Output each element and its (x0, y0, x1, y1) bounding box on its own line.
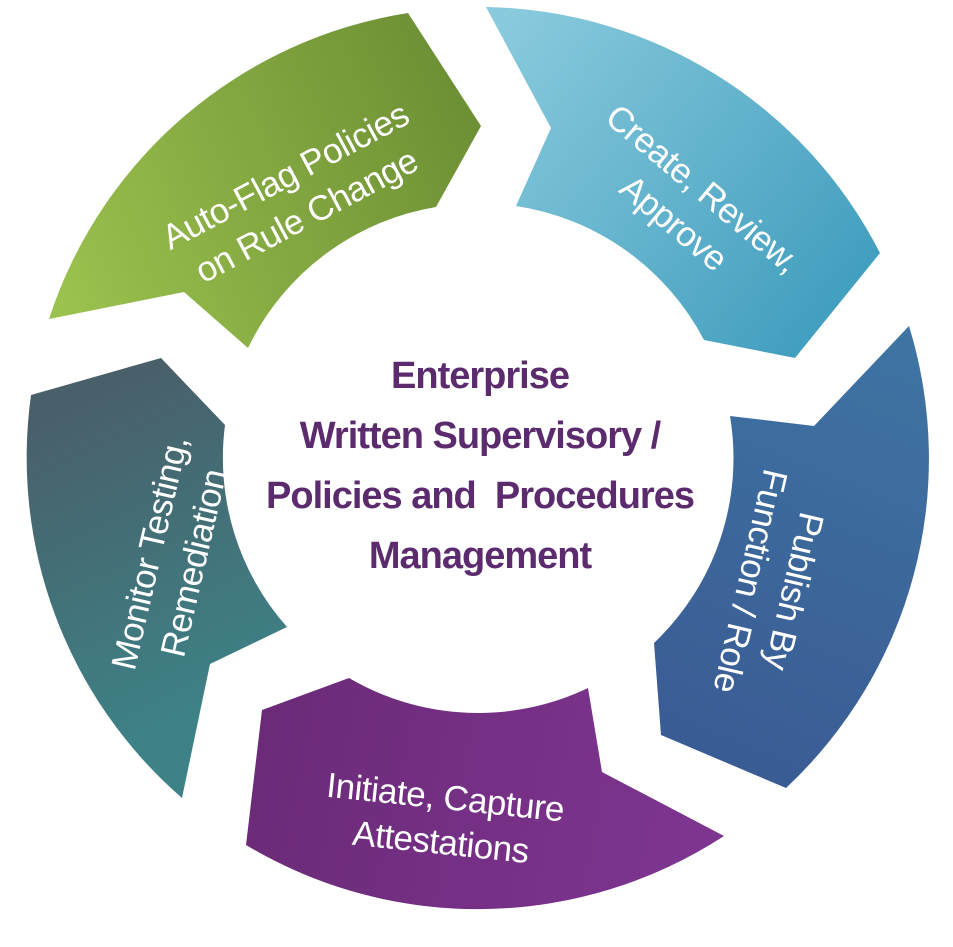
center-title: Enterprise Written Supervisory / Policie… (266, 346, 695, 586)
segment-monitor-testing-remediation-shape (26, 358, 287, 798)
segment-initiate-capture-attestations-shape (246, 678, 724, 910)
segment-create-review-approve-shape (486, 7, 880, 358)
center-title-line: Management (368, 535, 592, 577)
center-title-line: Policies and Procedures (266, 475, 695, 517)
segment-publish-by-function-role-shape (654, 326, 929, 788)
center-title-line: Enterprise (391, 355, 570, 397)
segment-auto-flag-policies-shape (49, 13, 481, 348)
center-title-line: Written Supervisory / (299, 415, 662, 457)
